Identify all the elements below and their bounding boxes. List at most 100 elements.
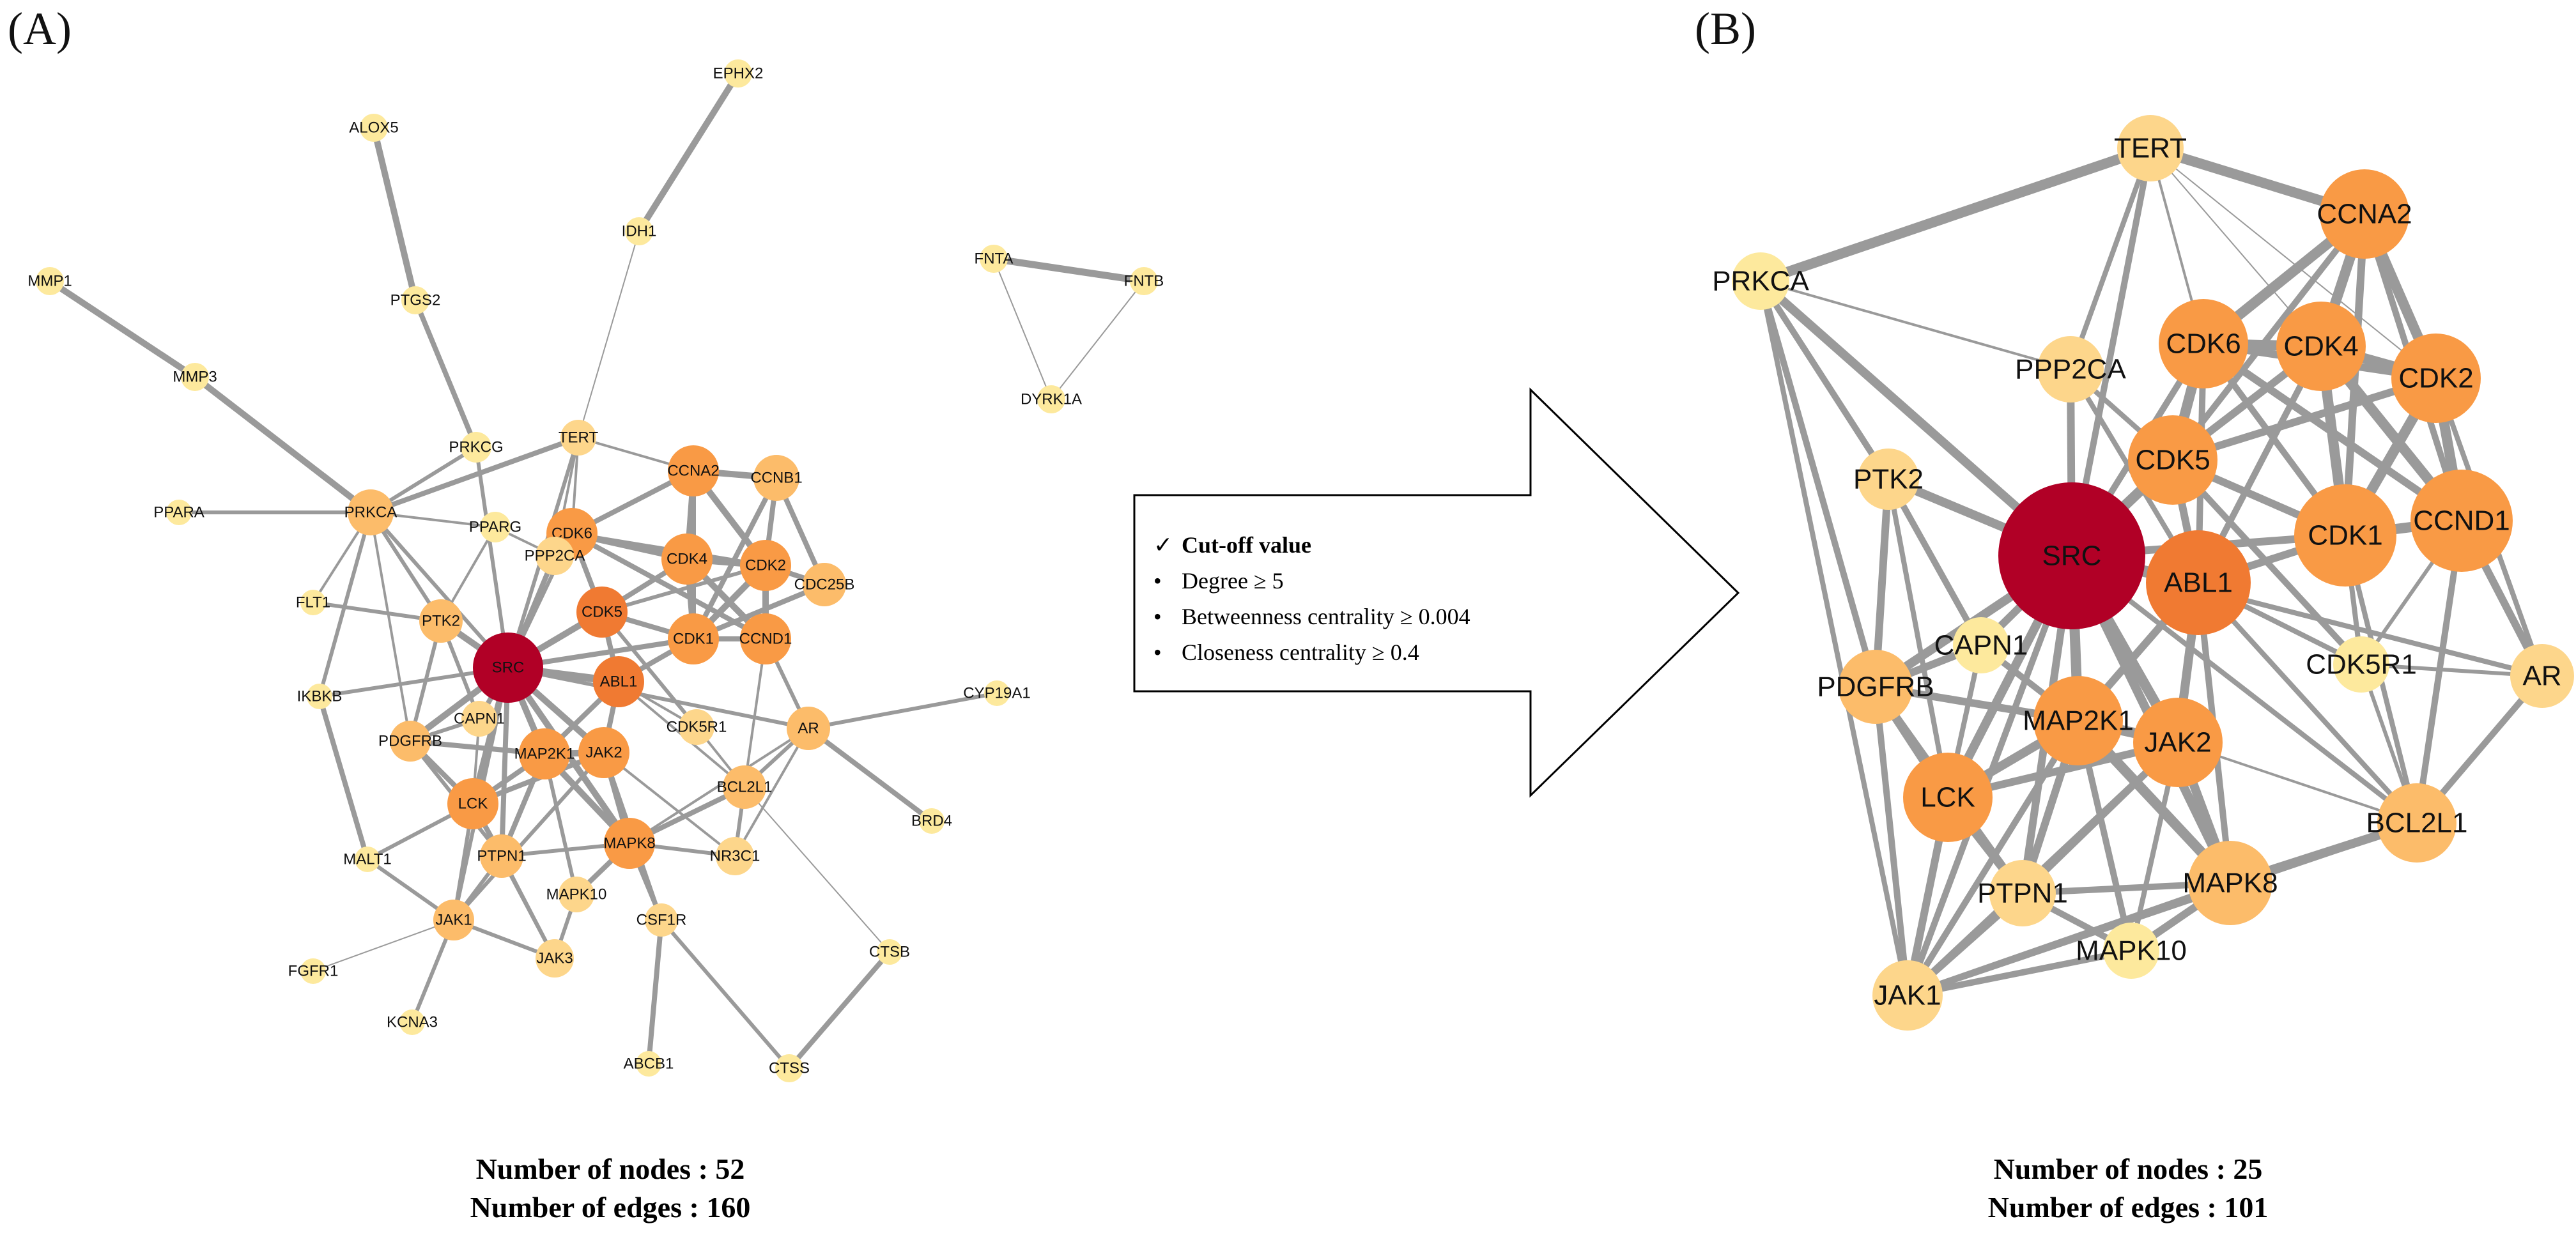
node-jak1: [1872, 960, 1943, 1031]
edge-jak1-fgfr1: [312, 919, 454, 972]
edge-idh1-tert: [578, 231, 640, 438]
node-label-dyrk1a: DYRK1A: [1021, 391, 1082, 408]
node-label-bcl2l1: BCL2L1: [2366, 808, 2467, 839]
edge-bcl2l1-jak1: [1904, 820, 2420, 999]
node-label-fgfr1: FGFR1: [288, 963, 339, 980]
node-capn1: [461, 701, 497, 737]
criterion-betweenness: Betweenness centrality ≥ 0.004: [1182, 604, 1470, 629]
node-flt1: [300, 590, 326, 615]
node-jak1: [433, 900, 474, 940]
node-ar: [787, 707, 830, 750]
node-pdgfrb: [1839, 650, 1913, 724]
node-label-mapk8: MAPK8: [603, 835, 655, 852]
node-label-pdgfrb: PDGFRB: [1817, 671, 1934, 703]
node-label-ccna2: CCNA2: [2317, 199, 2412, 230]
edge-prkca-pdgfrb: [369, 511, 412, 742]
bullet-icon: •: [1153, 640, 1162, 665]
node-label-alox5: ALOX5: [349, 119, 398, 137]
node-mapk10: [2103, 923, 2159, 979]
node-label-ptpn1: PTPN1: [1977, 878, 2068, 909]
panel-a-label: (A): [8, 3, 72, 54]
node-fgfr1: [300, 958, 326, 984]
edge-ptgs2-prkcg: [413, 298, 479, 450]
bullet-icon: •: [1153, 604, 1162, 629]
node-cdk2: [740, 540, 791, 591]
node-ppp2ca: [2037, 336, 2104, 403]
node-label-jak2: JAK2: [585, 744, 622, 762]
node-bcl2l1: [2377, 783, 2456, 863]
edge-mmp3-prkca: [192, 374, 374, 516]
node-brd4: [919, 808, 945, 834]
node-label-cdk4: CDK4: [2283, 331, 2358, 362]
node-label-jak1: JAK1: [1874, 980, 1941, 1011]
node-label-ar: AR: [798, 720, 819, 737]
node-label-csf1r: CSF1R: [636, 912, 687, 929]
node-ppara: [166, 500, 192, 525]
panel-b-stats: Number of nodes : 25 Number of edges : 1…: [1872, 1150, 2384, 1227]
node-ccnb1: [753, 455, 799, 501]
edge-prkca-pdgfrb: [1757, 278, 1879, 690]
node-label-tert: TERT: [559, 429, 599, 447]
edge-tert-ppp2ca: [2068, 146, 2153, 372]
node-ptpn1: [480, 834, 523, 878]
node-cdk4: [661, 533, 713, 585]
node-lck: [1903, 753, 1993, 842]
node-label-cdk1: CDK1: [2308, 520, 2382, 551]
node-label-bcl2l1: BCL2L1: [717, 779, 773, 796]
node-cdk1: [2294, 484, 2396, 587]
node-label-ptgs2: PTGS2: [390, 292, 441, 309]
criterion-item: • Betweenness centrality ≥ 0.004: [1153, 599, 1470, 634]
edge-ar-cyp19a1: [806, 691, 999, 730]
node-label-jak2: JAK2: [2144, 727, 2211, 758]
edge-jak2-nr3c1: [603, 751, 736, 857]
node-ctsb: [877, 939, 902, 965]
node-kcna3: [399, 1009, 425, 1035]
node-label-ptk2: PTK2: [422, 613, 460, 630]
node-label-cdc25b: CDC25B: [794, 576, 855, 594]
node-label-jak1: JAK1: [435, 912, 472, 929]
node-ar: [2510, 644, 2574, 708]
node-ptpn1: [1989, 860, 2056, 926]
node-label-src: SRC: [492, 659, 525, 677]
node-label-cdk5r1: CDK5R1: [667, 719, 727, 736]
node-label-ccnb1: CCNB1: [750, 470, 802, 487]
node-idh1: [625, 217, 653, 245]
node-label-prkca: PRKCA: [1712, 266, 1809, 297]
node-cdk5: [2128, 415, 2217, 505]
edge-prkca-tert: [368, 435, 581, 515]
panel-a-node-count: Number of nodes : 52: [475, 1153, 745, 1185]
edge-ctsb-bcl2l1: [744, 786, 890, 953]
cutoff-heading: ✓Cut-off value: [1153, 527, 1470, 563]
node-jak2: [2133, 698, 2223, 787]
edge-jak2-jak1: [452, 751, 606, 922]
node-label-mapk8: MAPK8: [2182, 868, 2278, 899]
node-cdk4: [2276, 302, 2366, 391]
node-label-fntb: FNTB: [1124, 273, 1164, 290]
node-ctss: [775, 1054, 803, 1082]
bullet-icon: •: [1153, 568, 1162, 594]
node-label-idh1: IDH1: [622, 223, 657, 240]
edge-abl1-bcl2l1: [2196, 580, 2419, 825]
edge-cdk5-cdk5r1: [2170, 457, 2364, 668]
edge-ar-mapk8: [628, 727, 810, 845]
node-label-cdk6: CDK6: [2166, 328, 2241, 360]
node-label-capn1: CAPN1: [1934, 630, 2028, 661]
edge-fntb-dyrk1a: [1051, 280, 1145, 400]
edge-fnta-dyrk1a: [993, 258, 1052, 400]
node-fnta: [980, 245, 1008, 273]
edge-fnta-fntb: [990, 255, 1148, 285]
node-label-src: SRC: [2042, 541, 2102, 572]
node-jak2: [578, 727, 629, 778]
node-label-lck: LCK: [458, 795, 488, 813]
node-bcl2l1: [723, 765, 766, 809]
edge-prkca-ikbkb: [318, 510, 373, 698]
edge-ephx2-idh1: [636, 70, 741, 234]
node-label-ctss: CTSS: [769, 1060, 810, 1077]
node-cyp19a1: [984, 680, 1010, 706]
node-lck: [447, 778, 498, 829]
panel-a-edge-count: Number of edges : 160: [470, 1191, 751, 1223]
cutoff-criteria: ✓Cut-off value •Degree ≥ 5 •Betweenness …: [1153, 527, 1470, 670]
edge-prkca-jak1: [1758, 279, 1910, 998]
